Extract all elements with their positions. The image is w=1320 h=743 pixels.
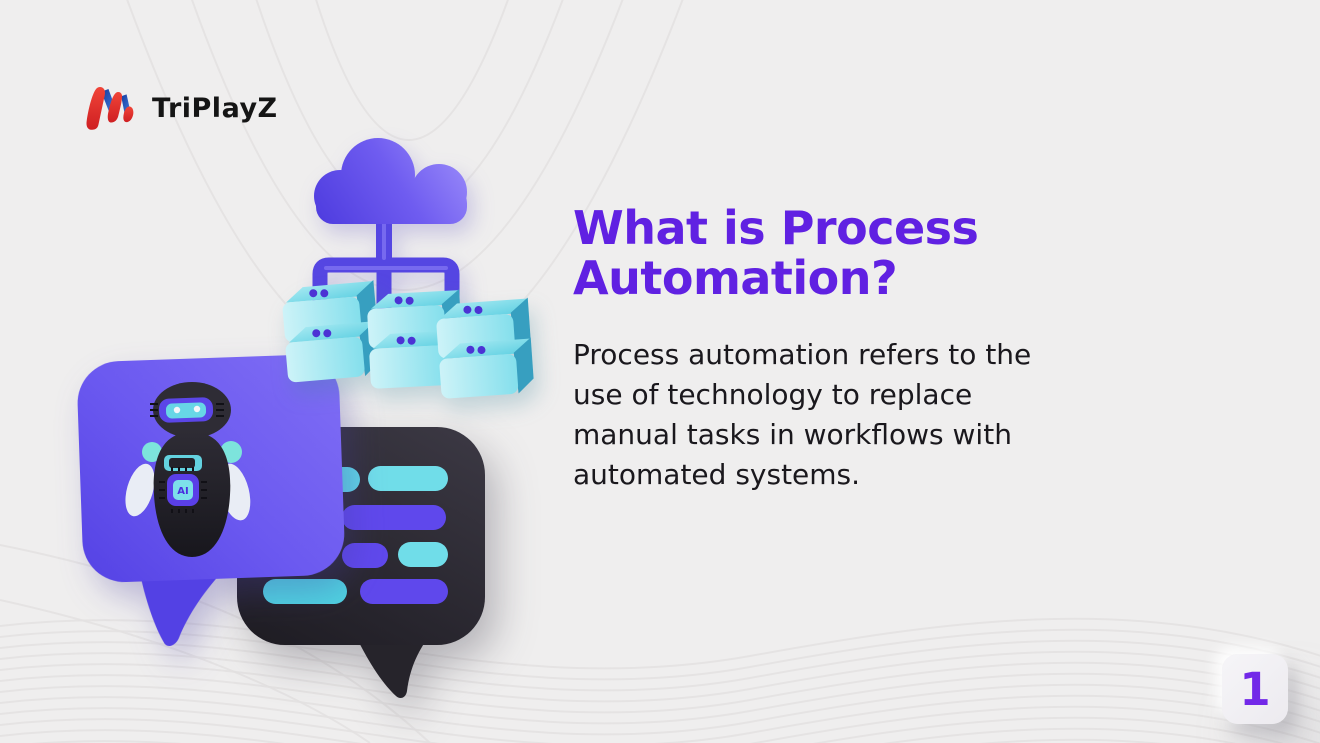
page-title: What is Process Automation? <box>573 201 979 305</box>
body-line: use of technology to replace <box>573 378 973 411</box>
triplayz-logo-mark-icon <box>86 86 134 130</box>
body-line: manual tasks in workflows with <box>573 418 1012 451</box>
page-number-badge: 1 <box>1222 654 1288 724</box>
page-number: 1 <box>1239 662 1271 716</box>
slide-copy: What is Process Automation? Process auto… <box>573 203 1283 495</box>
body-paragraph: Process automation refers to the use of … <box>573 335 1283 495</box>
cloud-network <box>312 138 467 324</box>
robot-chip-label: AI <box>177 486 188 497</box>
robot-chest-screen <box>164 455 202 471</box>
logo-wordmark: TriPlayZ <box>152 92 278 124</box>
cloud-icon <box>314 138 467 224</box>
body-line: automated systems. <box>573 458 861 491</box>
triplayz-logo: TriPlayZ <box>84 82 278 134</box>
robot-head <box>150 382 231 438</box>
body-line: Process automation refers to the <box>573 338 1032 371</box>
robot-icon: AI <box>125 382 251 557</box>
robot-ai-chip: AI <box>159 467 207 513</box>
